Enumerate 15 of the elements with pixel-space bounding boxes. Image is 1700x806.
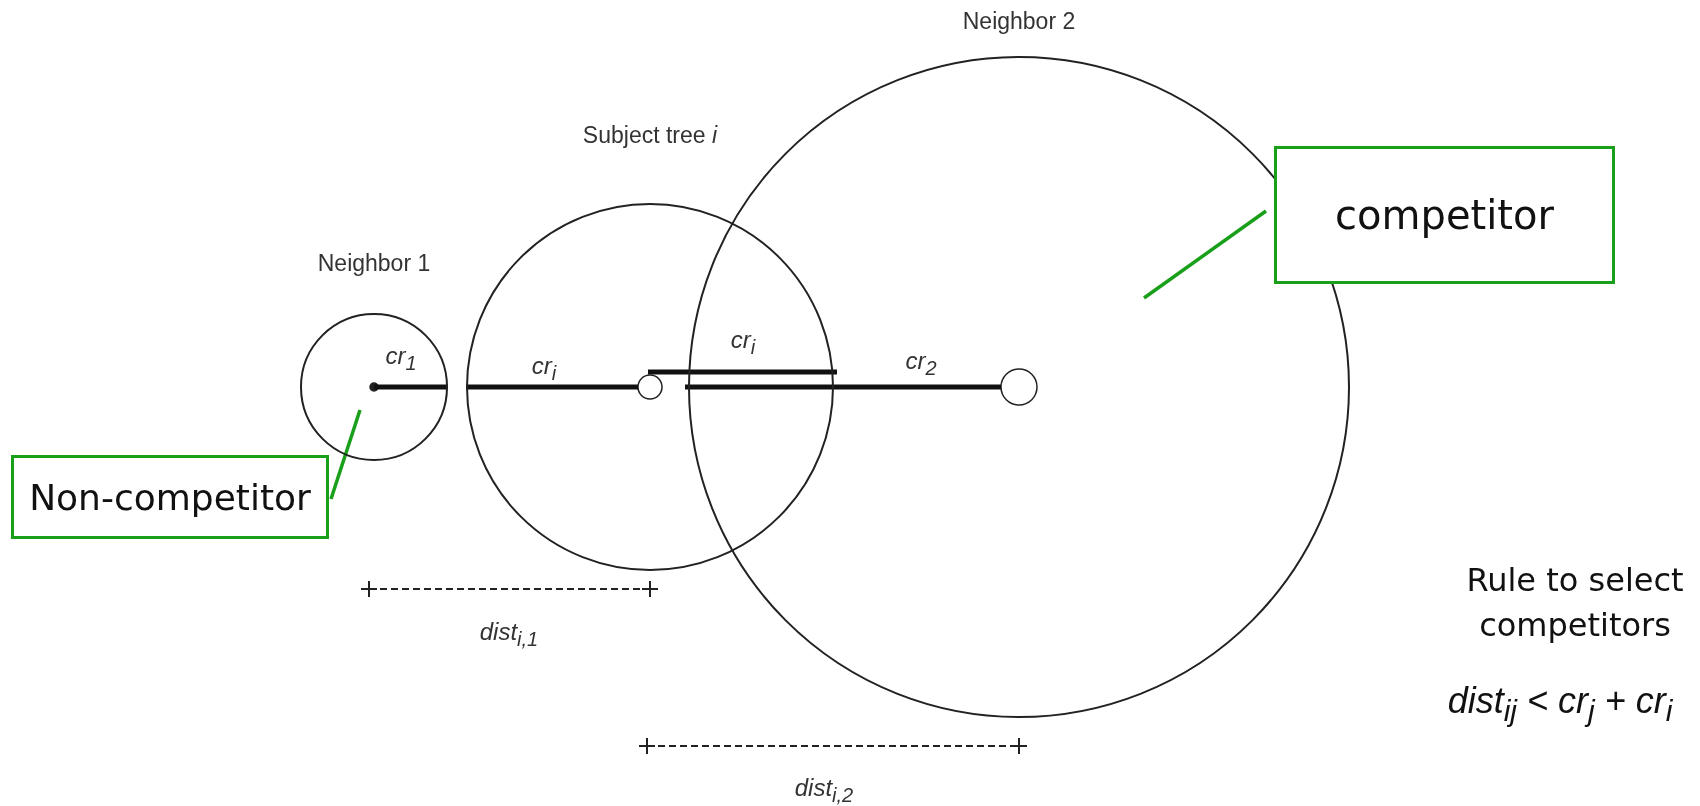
formula: dist$_{ij}$ < cr$_{j}$ + cr$_{i}$ <box>1447 680 1673 729</box>
distance-label: dist$_{i,2}$ <box>794 774 854 806</box>
distance-label: dist$_{i,1}$ <box>479 618 539 651</box>
radius-label: cr$_{1}$ <box>385 342 417 375</box>
radius-label: cr$_{i}$ <box>730 326 756 359</box>
circle-label: Neighbor 1 <box>317 250 431 277</box>
callout-box: competitor <box>1274 146 1615 284</box>
leader-line <box>1143 209 1267 300</box>
circle-label: Subject tree i <box>582 122 718 149</box>
callout-box: Non-competitor <box>11 455 329 539</box>
radius-label: cr$_{2}$ <box>905 347 937 380</box>
radius-label: cr$_{i}$ <box>531 352 557 385</box>
rule-text: Rule to select competitors <box>1465 560 1685 646</box>
circle-label: Neighbor 2 <box>962 8 1076 35</box>
leader-line <box>329 409 362 500</box>
